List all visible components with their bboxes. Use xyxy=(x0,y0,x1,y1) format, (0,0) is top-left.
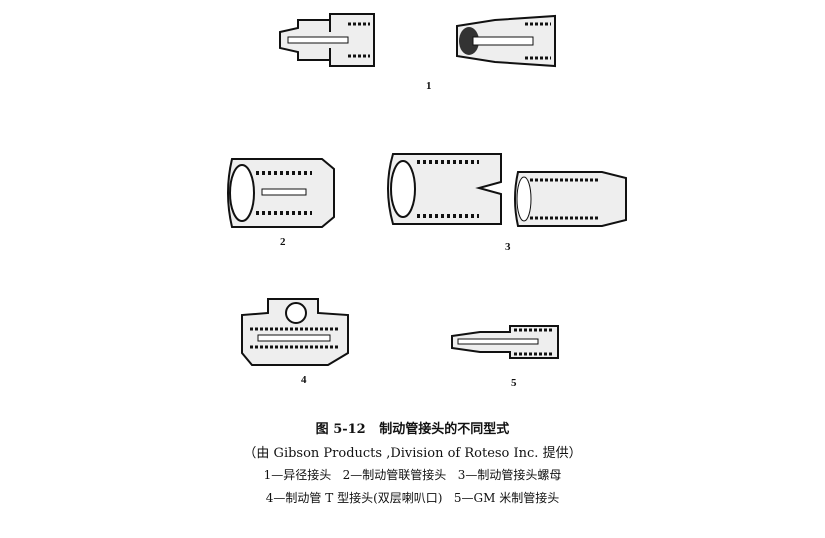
tube-nut-drawing xyxy=(387,153,502,225)
figure-label-3: 3 xyxy=(505,241,511,253)
tee-fitting-drawing xyxy=(241,298,349,366)
reducer-fitting-drawing xyxy=(279,13,375,67)
figure-label-4: 4 xyxy=(301,374,307,386)
reducer-fitting-drawing-2 xyxy=(456,14,556,68)
tube-nut-drawing-2 xyxy=(514,171,627,227)
metric-fitting-drawing xyxy=(451,325,559,359)
figure-legend-line-2: 4—制动管 T 型接头(双层喇叭口) 5—GM 米制管接头 xyxy=(265,491,560,505)
figure-label-2: 2 xyxy=(280,236,286,248)
figure-caption-credit: （由 Gibson Products ,Division of Roteso I… xyxy=(243,446,582,461)
union-fitting-drawing xyxy=(227,158,335,228)
figure-label-5: 5 xyxy=(511,377,517,389)
figure-caption-title: 图 5-12 制动管接头的不同型式 xyxy=(315,422,510,437)
figure-legend-line-1: 1—异径接头 2—制动管联管接头 3—制动管接头螺母 xyxy=(263,468,562,482)
figure-label-1: 1 xyxy=(426,80,432,92)
